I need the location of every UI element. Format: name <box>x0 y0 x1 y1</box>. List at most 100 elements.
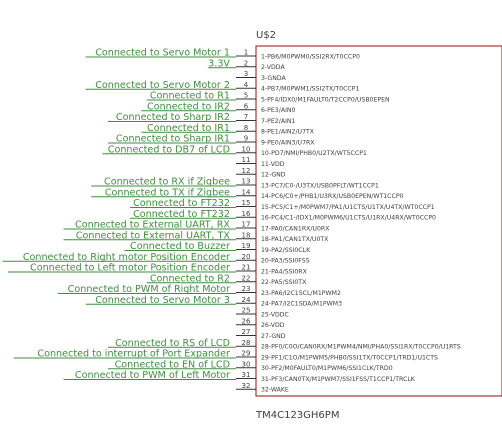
pin-number: 19 <box>242 242 251 250</box>
pin-name: 14-PC6/C0+/PHB1/U3RX/USB0EPEN/WT1CCP0 <box>261 193 404 200</box>
net-label: Connected to DB7 of LCD <box>108 144 230 155</box>
pin-number: 24 <box>242 296 251 304</box>
net-label: Connected to EN of LCD <box>115 359 230 370</box>
pin-name: 30-PF2/M0FAULT0/M1PWM6/SSI1CLK/TRD0 <box>261 365 393 372</box>
pin-13: 1313-PC7/C0-/U3TX/USB0PFLT/WT1CCP1Connec… <box>91 177 379 189</box>
pin-14: 14 14-PC6/C0+/PHB1/U3RX/USB0EPEN/WT1CCP0 C… <box>91 187 404 200</box>
net-label: Connected to TX if Zigbee <box>105 187 230 198</box>
pin-name: 28-PF0/C0O/CAN0RX/M1PWM4/NMI/PHA0/SSI1RX… <box>261 344 461 351</box>
pin-10: 1010-PD7/NMI/PHB0/U2TX/WT5CCP1Connected … <box>102 144 367 157</box>
net-label: Connected to RS of LCD <box>115 338 230 349</box>
pin-number: 16 <box>242 210 251 218</box>
pin-name: 17-PA0/CAN1RX/U0RX <box>261 225 330 232</box>
pin-30: 3030-PF2/M0FAULT0/M1PWM6/SSI1CLK/TRD0Con… <box>107 359 393 372</box>
pin-number: 15 <box>242 199 251 207</box>
pin-1: 1 1-PB6/M0PWM0/SSI2RX/T0CCP0 Connected to … <box>85 48 360 60</box>
net-label: Connected to Buzzer <box>130 241 230 252</box>
pin-number: 27 <box>242 328 251 336</box>
pin-name: 19-PA2/SSI0CLK <box>261 247 311 254</box>
pin-19: 19 19-PA2/SSI0CLK Connected to Buzzer <box>124 241 311 254</box>
pin-20: 20 20-PA3/SSI0FSS Connected to Right motor… <box>2 252 310 265</box>
pin-name: 3-GNDA <box>261 75 286 82</box>
net-label: Connected to PWM of Right Motor <box>68 284 230 295</box>
pin-name: 2-VDDA <box>261 64 285 71</box>
pin-name: 32-WAKE <box>261 387 289 394</box>
net-label: Connected to Servo Motor 3 <box>95 295 230 306</box>
pin-number: 3 <box>244 70 248 78</box>
pin-number: 21 <box>242 264 251 272</box>
pin-number: 7 <box>244 113 248 121</box>
pin-3: 3 3-GNDA <box>236 70 286 82</box>
pin-number: 5 <box>244 92 248 100</box>
pin-name: 16-PC4/C1-/IDX1/M0PWM6/U1CTS/U1RX/U4RX/W… <box>261 215 436 222</box>
pin-5: 5 5-PF4/IDX0/M1FAULT0/T2CCP0/USB0EPEN Conn… <box>146 91 390 103</box>
pin-number: 23 <box>242 285 251 293</box>
pin-name: 6-PE3/AIN0 <box>261 107 296 114</box>
pin-name: 24-PA7/I2C1SDA/M1PWM3 <box>261 301 342 308</box>
net-label: Connected to IR2 <box>147 101 230 112</box>
pin-number: 28 <box>242 339 251 347</box>
pin-name: 18-PA1/CAN1TX/U0TX <box>261 236 329 243</box>
pin-name: 1-PB6/M0PWM0/SSI2RX/T0CCP0 <box>261 53 360 60</box>
net-label: Connected to interrupt of Port Expander <box>37 349 230 360</box>
pin-name: 12-GND <box>261 172 286 179</box>
pin-number: 22 <box>242 274 251 282</box>
pin-9: 9 9-PE0/AIN3/U7RX Connected to Sharp IR1 <box>107 134 315 146</box>
pin-6: 6 6-PE3/AIN0 Connected to IR2 <box>141 101 296 114</box>
pin-number: 8 <box>244 124 248 132</box>
net-label: Connected to IR1 <box>147 123 230 134</box>
pin-29: 2929-PF1/C1O/M1PWM5/PHB0/SSI1TX/T0CCP1/T… <box>13 349 438 361</box>
pin-12: 12 12-GND <box>236 167 286 179</box>
pin-number: 32 <box>242 382 251 390</box>
pin-name: 23-PA6/I2C1SCL/M1PWM2 <box>261 290 341 297</box>
net-label: Connected to FT232 <box>133 198 230 209</box>
net-label: Connected to Left motor Position Encoder <box>30 263 230 274</box>
pin-name: 10-PD7/NMI/PHB0/U2TX/WT5CCP1 <box>261 150 367 157</box>
pin-name: 7-PE2/AIN1 <box>261 118 296 125</box>
pin-number: 25 <box>242 307 251 315</box>
pin-28: 28 28-PF0/C0O/CAN0RX/M1PWM4/NMI/PHA0/SSI1… <box>107 338 461 351</box>
pin-11: 11 11-VDD <box>236 156 285 168</box>
net-label: Connected to Sharp IR1 <box>116 134 230 145</box>
pin-name: 20-PA3/SSI0FSS <box>261 258 310 265</box>
net-label: 3.3V <box>208 58 230 69</box>
pin-number: 1 <box>244 49 248 57</box>
pin-number: 29 <box>242 350 251 358</box>
net-label: Connected to R1 <box>150 91 230 102</box>
pin-name: 31-PF3/CAN0TX/M1PWM7/SSI1FSS/T1CCP1/TRCL… <box>261 376 416 383</box>
net-label: Connected to Servo Motor 1 <box>95 48 230 59</box>
pin-31: 31 31-PF3/CAN0TX/M1PWM7/SSI1FSS/T1CCP1/TR… <box>63 370 416 383</box>
chip-reference: U$2 <box>256 30 276 41</box>
pin-name: 11-VDD <box>261 161 285 168</box>
chip-value: TM4C123GH6PM <box>255 410 339 421</box>
net-label: Connected to Right motor Position Encode… <box>23 252 230 263</box>
pin-number: 6 <box>244 102 249 110</box>
pin-name: 5-PF4/IDX0/M1FAULT0/T2CCP0/USB0EPEN <box>261 96 390 103</box>
pin-name: 4-PB7/M0PWM1/SSI2TX/T0CCP1 <box>261 86 359 93</box>
pin-name: 15-PC5/C1+/M0PWM7/PA1/U1CTS/U1TX/U4TX/WT… <box>261 204 435 211</box>
net-label: Connected to Sharp IR2 <box>116 112 230 123</box>
pin-23: 23 23-PA6/I2C1SCL/M1PWM2 Connected to PWM … <box>57 284 341 297</box>
net-label: Connected to PWM of Left Motor <box>75 370 230 381</box>
pin-number: 9 <box>244 135 248 143</box>
pin-15: 15 15-PC5/C1+/M0PWM7/PA1/U1CTS/U1TX/U4TX/… <box>130 198 435 211</box>
pin-name: 9-PE0/AIN3/U7RX <box>261 139 315 146</box>
pin-number: 20 <box>242 253 251 261</box>
pin-number: 14 <box>242 188 251 196</box>
pin-number: 11 <box>242 156 251 164</box>
net-label: Connected to External UART, TX <box>76 230 231 241</box>
pin-number: 12 <box>242 167 251 175</box>
pin-name: 26-VDD <box>261 322 285 329</box>
pin-number: 31 <box>242 371 251 379</box>
net-label: Connected to External UART, RX <box>75 220 230 231</box>
pin-number: 4 <box>244 81 249 89</box>
